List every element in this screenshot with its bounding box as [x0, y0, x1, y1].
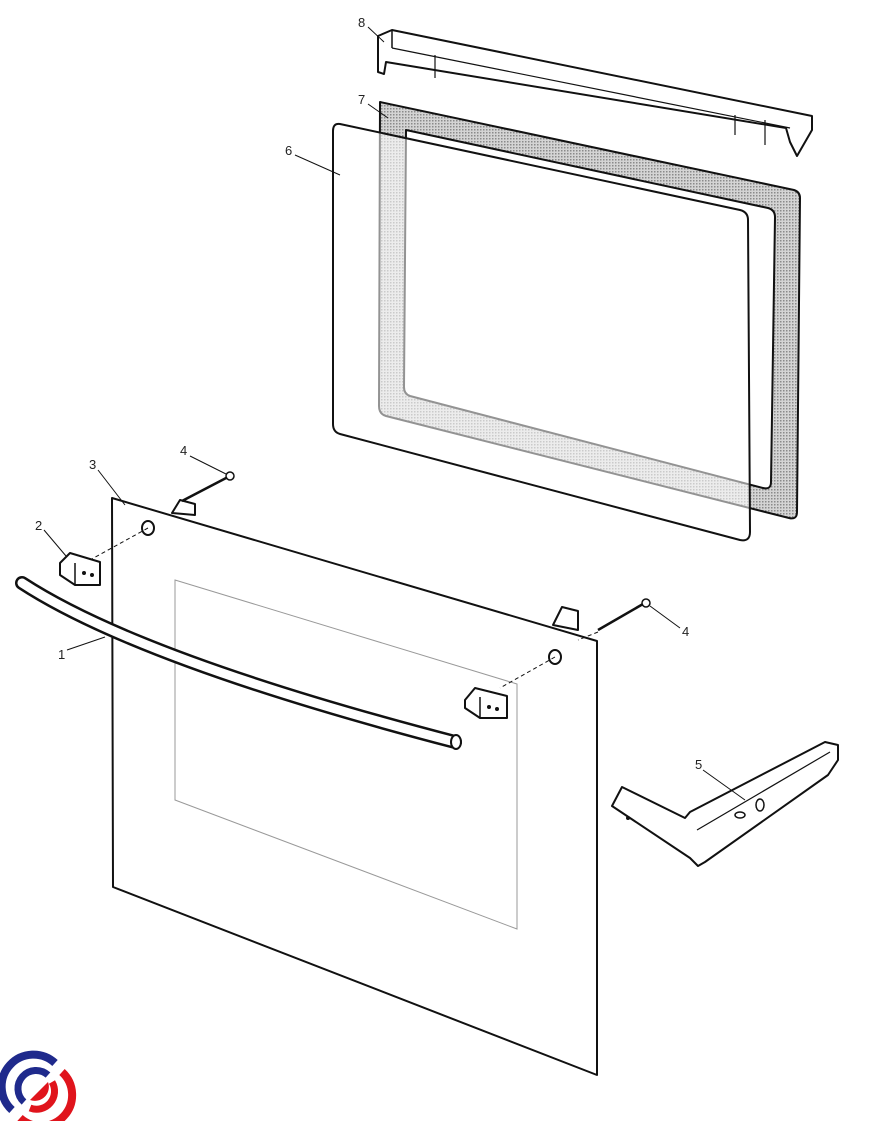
part-6-inner-glass[interactable]: [332, 122, 751, 542]
part-2-end-cap-left[interactable]: [59, 552, 101, 586]
label-4-left: 4: [180, 443, 187, 458]
part-8-top-bracket[interactable]: [377, 29, 813, 157]
leader-lines: [43, 26, 746, 801]
label-8: 8: [358, 15, 365, 30]
part-2-end-cap-right[interactable]: [464, 687, 508, 719]
part-4-screw-right[interactable]: [499, 598, 651, 689]
label-3: 3: [89, 457, 96, 472]
part-5-hinge[interactable]: [611, 741, 839, 867]
label-7: 7: [358, 92, 365, 107]
label-1: 1: [58, 647, 65, 662]
part-4-screw-left[interactable]: [89, 471, 235, 561]
label-5: 5: [695, 757, 702, 772]
brand-swirl-logo: [0, 1050, 77, 1121]
part-1-handle[interactable]: [15, 576, 462, 750]
label-4-right: 4: [682, 624, 689, 639]
label-6: 6: [285, 143, 292, 158]
label-2: 2: [35, 518, 42, 533]
part-3-outer-door[interactable]: [111, 497, 598, 1076]
